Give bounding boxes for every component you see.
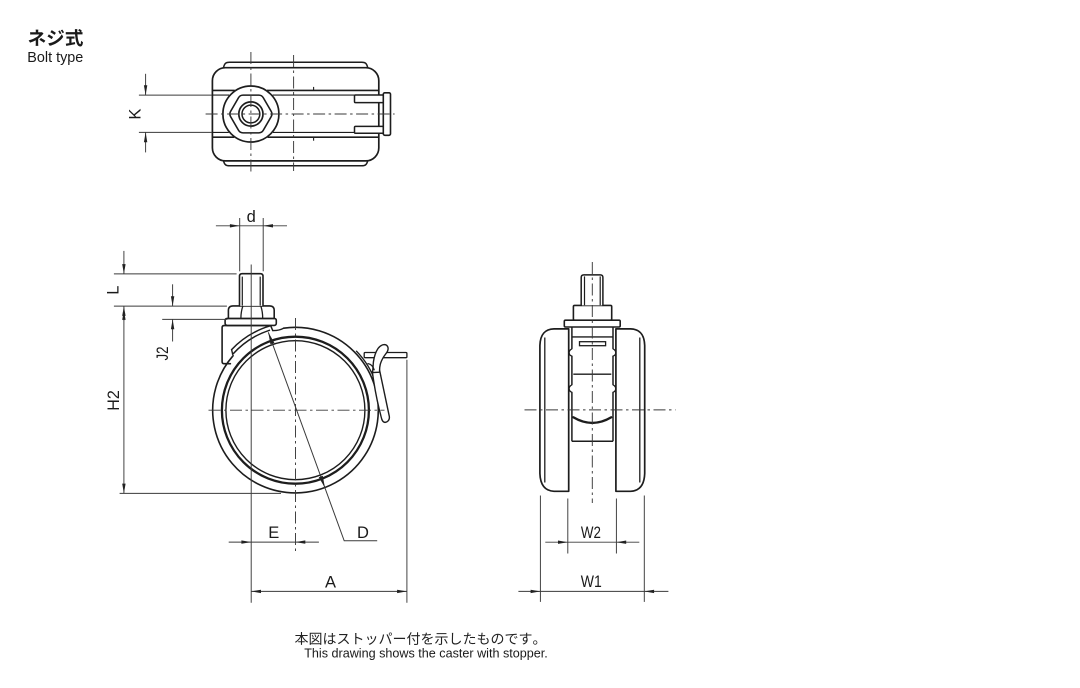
svg-text:W1: W1 [581, 573, 602, 591]
svg-text:L: L [104, 286, 122, 295]
svg-text:H2: H2 [105, 390, 123, 411]
svg-text:K: K [126, 109, 144, 120]
svg-text:This drawing shows the caster: This drawing shows the caster with stopp… [304, 647, 548, 661]
svg-text:J2: J2 [154, 347, 172, 361]
svg-text:Bolt type: Bolt type [27, 50, 83, 66]
svg-text:d: d [247, 208, 256, 226]
svg-text:D: D [357, 524, 369, 542]
svg-text:A: A [325, 573, 336, 591]
svg-text:W2: W2 [581, 524, 601, 542]
svg-text:E: E [268, 524, 279, 542]
